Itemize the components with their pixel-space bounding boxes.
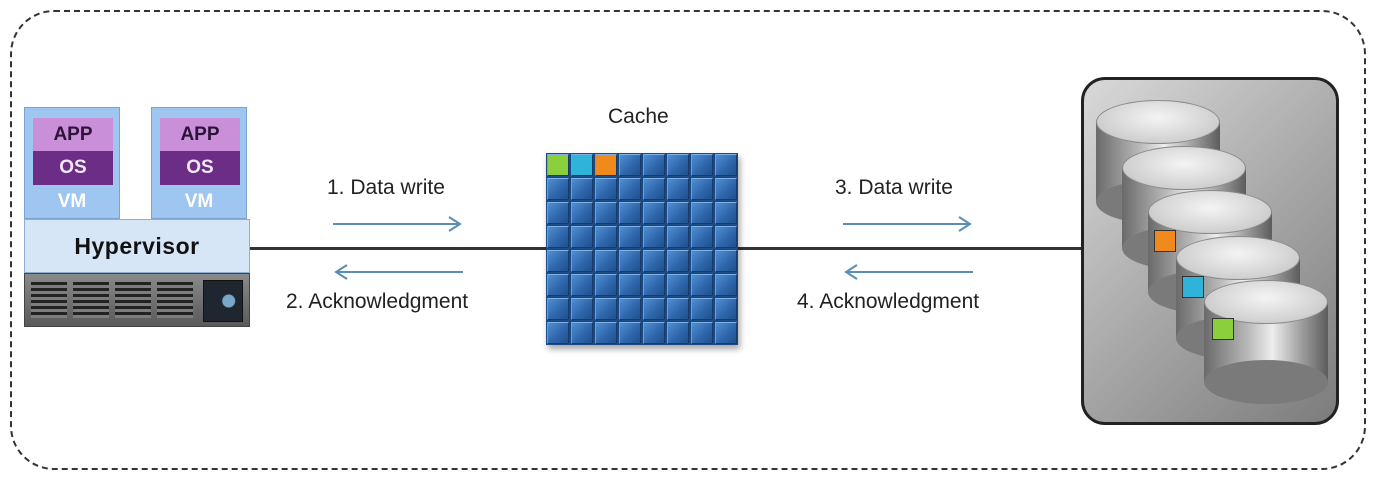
host-cache-line: [250, 247, 547, 250]
cache-block: [595, 274, 617, 296]
cache-block: [691, 226, 713, 248]
cache-block: [667, 178, 689, 200]
vm-1-label: VM: [57, 191, 87, 212]
arrow-left-icon: [334, 264, 463, 280]
cache-block: [691, 154, 713, 176]
cache-block: [715, 322, 737, 344]
cache-title: Cache: [608, 105, 669, 128]
cache-block: [643, 298, 665, 320]
cache-block: [595, 226, 617, 248]
cache-block: [571, 322, 593, 344]
cache-block: [715, 250, 737, 272]
vm-2: APP OS VM: [151, 107, 247, 219]
cache-block: [715, 226, 737, 248]
server-vents: [31, 282, 199, 318]
cache-block: [691, 298, 713, 320]
cache-block: [667, 298, 689, 320]
vm-2-os: OS: [160, 151, 240, 185]
cache-block: [691, 274, 713, 296]
cache-block: [715, 202, 737, 224]
cache-block: [619, 202, 641, 224]
data-block-orange-icon: [1154, 230, 1176, 252]
cache-block: [571, 226, 593, 248]
cache-block: [571, 274, 593, 296]
cache-block: [667, 250, 689, 272]
cache-block: [619, 322, 641, 344]
cache-block-colored: [595, 154, 617, 176]
cache-block: [691, 178, 713, 200]
cache-block: [691, 202, 713, 224]
cache-block: [643, 250, 665, 272]
data-block-cyan-icon: [1182, 276, 1204, 298]
cache-block: [643, 202, 665, 224]
server-drive-icon: [203, 280, 243, 322]
cache-block: [715, 178, 737, 200]
cache-block: [571, 298, 593, 320]
cache-block: [643, 154, 665, 176]
step-3-label: 3. Data write: [835, 176, 953, 199]
vm-2-app: APP: [160, 118, 240, 151]
cache-block: [691, 322, 713, 344]
cache-block: [667, 226, 689, 248]
host-server: APP OS VM APP OS VM Hypervisor: [24, 107, 250, 327]
cache-storage-line: [738, 247, 1083, 250]
cache-block: [571, 250, 593, 272]
cache-block: [619, 154, 641, 176]
vm-1-app: APP: [33, 118, 113, 151]
cache-block: [571, 202, 593, 224]
cache-block: [667, 274, 689, 296]
cache-block: [619, 250, 641, 272]
cache-block: [547, 322, 569, 344]
cache-block: [595, 298, 617, 320]
cache-block: [547, 274, 569, 296]
arrow-left-icon: [844, 264, 973, 280]
arrow-right-icon: [843, 216, 972, 232]
cache-block: [691, 250, 713, 272]
cache-block-colored: [547, 154, 569, 176]
cache-block: [643, 322, 665, 344]
cache-block: [595, 250, 617, 272]
cache-block: [715, 274, 737, 296]
cache-block: [643, 226, 665, 248]
data-block-green-icon: [1212, 318, 1234, 340]
vm-2-label: VM: [184, 191, 214, 212]
cache-block: [667, 154, 689, 176]
cache-block: [667, 322, 689, 344]
vm-1-os: OS: [33, 151, 113, 185]
cache-block-colored: [571, 154, 593, 176]
step-4-label: 4. Acknowledgment: [797, 290, 980, 313]
cache-block: [595, 322, 617, 344]
server-hardware-icon: [24, 273, 250, 327]
cache-grid: [546, 153, 738, 345]
vm-1: APP OS VM: [24, 107, 120, 219]
step-2-label: 2. Acknowledgment: [286, 290, 469, 313]
cache-block: [619, 274, 641, 296]
cache-block: [547, 202, 569, 224]
cache-block: [715, 298, 737, 320]
cache-block: [595, 202, 617, 224]
cache-block: [619, 298, 641, 320]
cache-block: [643, 178, 665, 200]
step-1-label: 1. Data write: [327, 176, 445, 199]
cache-block: [643, 274, 665, 296]
cache-block: [547, 298, 569, 320]
cache-block: [547, 250, 569, 272]
cache-block: [547, 178, 569, 200]
cache-block: [547, 226, 569, 248]
storage-array: [1081, 77, 1339, 425]
cache-block: [667, 202, 689, 224]
cache-block: [619, 226, 641, 248]
cache-block: [619, 178, 641, 200]
cache-block: [595, 178, 617, 200]
hypervisor-layer: Hypervisor: [24, 219, 250, 273]
disk-5-icon: [1204, 280, 1328, 404]
cache-block: [571, 178, 593, 200]
cache-block: [715, 154, 737, 176]
diagram-frame: [10, 10, 1366, 470]
arrow-right-icon: [333, 216, 462, 232]
